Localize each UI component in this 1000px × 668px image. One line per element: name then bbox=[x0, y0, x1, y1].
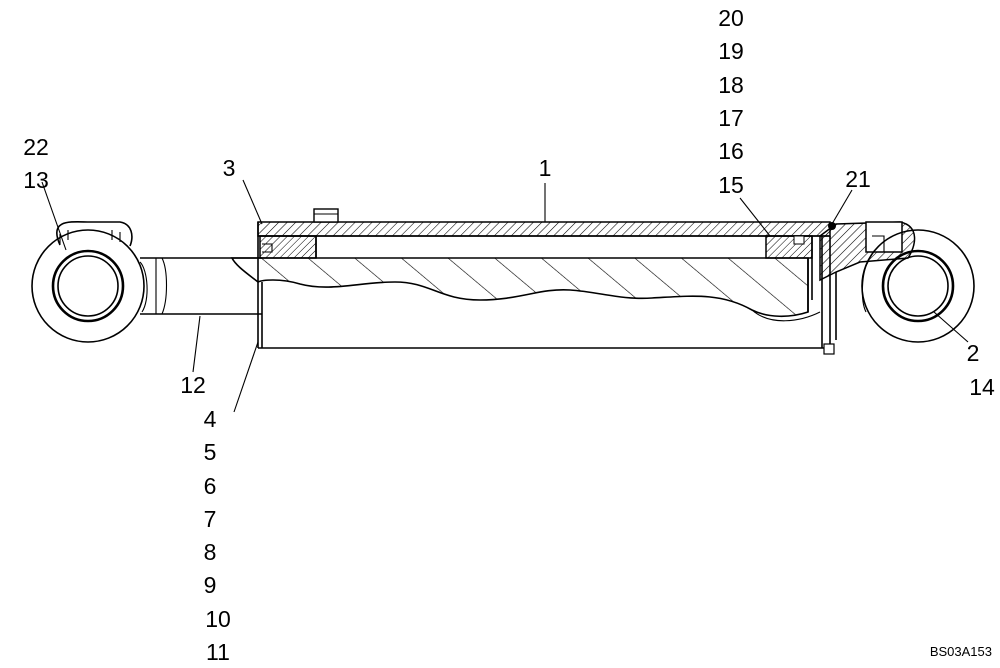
head-gland bbox=[259, 235, 317, 259]
cylinder-barrel bbox=[257, 208, 831, 349]
callout-7: 7 bbox=[204, 506, 217, 532]
callout-5: 5 bbox=[204, 439, 217, 465]
callout-1: 1 bbox=[539, 155, 552, 181]
piston-assembly bbox=[765, 235, 813, 312]
callout-11: 11 bbox=[206, 639, 230, 665]
callout-6: 6 bbox=[204, 473, 217, 499]
base-end-cap bbox=[819, 221, 916, 355]
callout-4: 4 bbox=[204, 406, 217, 432]
callout-3: 3 bbox=[223, 155, 236, 181]
base-end-eye bbox=[861, 229, 975, 343]
callout-13: 13 bbox=[23, 167, 49, 193]
callout-19: 19 bbox=[718, 38, 744, 64]
rod-end-eye bbox=[31, 220, 148, 343]
callout-labels: 20 19 18 17 16 15 1 3 22 13 21 2 14 12 4… bbox=[23, 5, 995, 665]
callout-22: 22 bbox=[23, 134, 49, 160]
callout-18: 18 bbox=[718, 72, 744, 98]
callout-2: 2 bbox=[967, 340, 980, 366]
grease-fitting-icon bbox=[828, 222, 836, 230]
rod-section-cutaway bbox=[230, 257, 821, 322]
callout-17: 17 bbox=[718, 105, 744, 131]
callout-8: 8 bbox=[204, 539, 217, 565]
callout-12: 12 bbox=[180, 372, 206, 398]
callout-15: 15 bbox=[718, 172, 744, 198]
leader-lines bbox=[41, 179, 969, 413]
figure-code: BS03A153 bbox=[930, 644, 992, 659]
callout-9: 9 bbox=[204, 572, 217, 598]
callout-14: 14 bbox=[969, 374, 995, 400]
callout-10: 10 bbox=[205, 606, 231, 632]
callout-20: 20 bbox=[718, 5, 744, 31]
callout-21: 21 bbox=[845, 166, 871, 192]
callout-16: 16 bbox=[718, 138, 744, 164]
